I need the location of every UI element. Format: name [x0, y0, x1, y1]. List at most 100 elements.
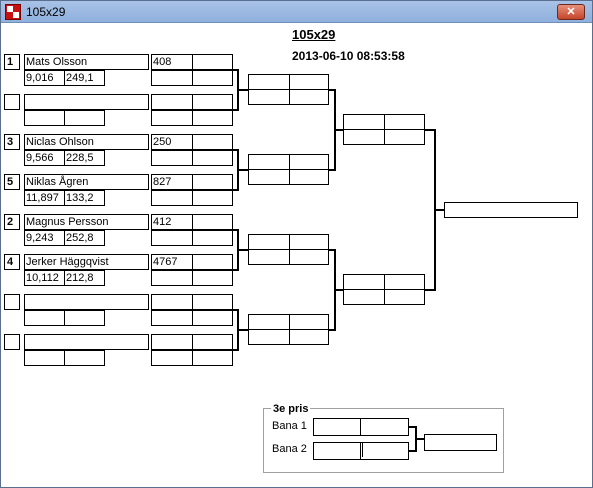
- bracket-line: [409, 426, 417, 428]
- hcp-field[interactable]: [64, 70, 105, 86]
- quarter-score-field[interactable]: [248, 314, 290, 330]
- quarter-score-field[interactable]: [248, 169, 290, 185]
- hcp-field[interactable]: [64, 110, 105, 126]
- quarter-score-field[interactable]: [289, 329, 329, 345]
- score-field[interactable]: [192, 54, 233, 70]
- seed-box[interactable]: [4, 334, 20, 350]
- player-number: 412: [153, 216, 172, 228]
- player-name-field[interactable]: [24, 94, 149, 110]
- quarter-score-field[interactable]: [248, 234, 290, 250]
- third-place-title: 3e pris: [271, 403, 311, 415]
- score-field[interactable]: [192, 270, 233, 286]
- close-button[interactable]: ✕: [557, 4, 585, 20]
- bracket-line: [237, 169, 248, 171]
- score-field[interactable]: [192, 310, 233, 326]
- avg-field[interactable]: [24, 350, 65, 366]
- score-field[interactable]: [192, 230, 233, 246]
- score-field[interactable]: [192, 174, 233, 190]
- semi-score-field[interactable]: [384, 129, 425, 145]
- score-field[interactable]: [192, 110, 233, 126]
- quarter-score-field[interactable]: [289, 314, 329, 330]
- seed-box[interactable]: 1: [4, 54, 20, 70]
- seed-box[interactable]: 3: [4, 134, 20, 150]
- number-field[interactable]: [151, 294, 193, 310]
- score-field[interactable]: [192, 294, 233, 310]
- player-number: 250: [153, 136, 172, 148]
- seed-box[interactable]: 4: [4, 254, 20, 270]
- player-name-field[interactable]: [24, 174, 149, 190]
- number-field[interactable]: [151, 334, 193, 350]
- semi-score-field[interactable]: [384, 274, 425, 290]
- semi-score-field[interactable]: [343, 289, 385, 305]
- player-name-field[interactable]: [24, 294, 149, 310]
- winner-field[interactable]: [444, 202, 578, 218]
- score-field[interactable]: [151, 350, 193, 366]
- player-name-field[interactable]: [24, 214, 149, 230]
- quarter-score-field[interactable]: [289, 154, 329, 170]
- score-field[interactable]: [192, 134, 233, 150]
- score-field[interactable]: [151, 310, 193, 326]
- hcp-field[interactable]: [64, 270, 105, 286]
- hcp-field[interactable]: [64, 230, 105, 246]
- semi-score-field[interactable]: [384, 289, 425, 305]
- bracket-line: [329, 329, 336, 331]
- quarter-score-field[interactable]: [248, 74, 290, 90]
- semi-score-field[interactable]: [343, 114, 385, 130]
- lane-1-field[interactable]: [360, 418, 409, 436]
- player-name-field[interactable]: [24, 334, 149, 350]
- quarter-score-field[interactable]: [248, 249, 290, 265]
- quarter-score-field[interactable]: [248, 89, 290, 105]
- score-field[interactable]: [192, 150, 233, 166]
- seed-box[interactable]: [4, 94, 20, 110]
- player-name-field[interactable]: [24, 254, 149, 270]
- score-field[interactable]: [151, 70, 193, 86]
- score-field[interactable]: [151, 110, 193, 126]
- quarter-score-field[interactable]: [289, 89, 329, 105]
- seed-box[interactable]: 5: [4, 174, 20, 190]
- score-field[interactable]: [192, 190, 233, 206]
- hcp-field[interactable]: [64, 350, 105, 366]
- score-field[interactable]: [192, 94, 233, 110]
- score-field[interactable]: [151, 230, 193, 246]
- player-avg: 10,112: [26, 272, 59, 284]
- hcp-field[interactable]: [64, 150, 105, 166]
- avg-field[interactable]: [24, 310, 65, 326]
- semi-score-field[interactable]: [384, 114, 425, 130]
- score-field[interactable]: [192, 254, 233, 270]
- quarter-score-field[interactable]: [289, 74, 329, 90]
- bracket-line: [425, 289, 436, 291]
- player-hcp: 133,2: [66, 192, 94, 204]
- score-field[interactable]: [192, 70, 233, 86]
- quarter-score-field[interactable]: [289, 234, 329, 250]
- score-field[interactable]: [151, 150, 193, 166]
- semi-score-field[interactable]: [343, 129, 385, 145]
- score-field[interactable]: [151, 190, 193, 206]
- hcp-field[interactable]: [64, 310, 105, 326]
- semi-score-field[interactable]: [343, 274, 385, 290]
- player-name-field[interactable]: [24, 54, 149, 70]
- score-field[interactable]: [151, 270, 193, 286]
- quarter-score-field[interactable]: [289, 249, 329, 265]
- quarter-score-field[interactable]: [248, 154, 290, 170]
- quarter-score-field[interactable]: [289, 169, 329, 185]
- player-name-field[interactable]: [24, 134, 149, 150]
- seed-box[interactable]: 2: [4, 214, 20, 230]
- player-avg: 11,897: [26, 192, 59, 204]
- score-field[interactable]: [192, 334, 233, 350]
- number-field[interactable]: [151, 94, 193, 110]
- hcp-field[interactable]: [64, 190, 105, 206]
- lane-2-field[interactable]: [313, 442, 361, 460]
- lane-1-field[interactable]: [313, 418, 361, 436]
- bracket-line: [233, 229, 239, 231]
- lane-2-field[interactable]: [360, 442, 409, 460]
- lane-2-label: Bana 2: [272, 443, 307, 455]
- bracket-line: [237, 89, 248, 91]
- player-avg: 9,016: [26, 72, 54, 84]
- avg-field[interactable]: [24, 110, 65, 126]
- bracket-line: [334, 289, 343, 291]
- third-place-winner-field[interactable]: [424, 434, 497, 451]
- score-field[interactable]: [192, 350, 233, 366]
- seed-box[interactable]: [4, 294, 20, 310]
- score-field[interactable]: [192, 214, 233, 230]
- quarter-score-field[interactable]: [248, 329, 290, 345]
